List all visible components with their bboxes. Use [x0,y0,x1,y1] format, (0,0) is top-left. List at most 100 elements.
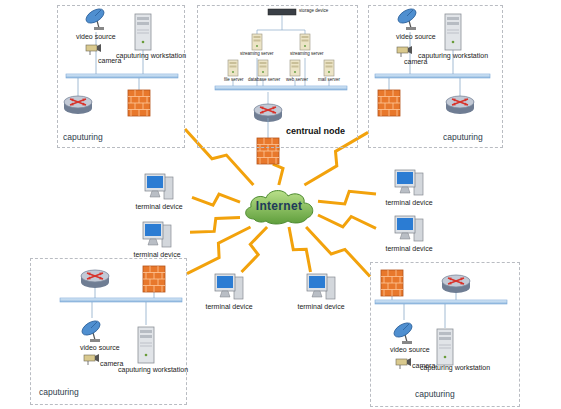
link-line [392,296,393,300]
workstation-tower [445,14,461,50]
server-icon [324,60,334,76]
satellite-dish [392,320,415,344]
lightning-link [192,194,240,205]
link-line [404,304,405,320]
link-line [460,78,461,98]
group-title: caputuring [63,132,103,142]
link-line [282,15,283,30]
node-label: Internet [256,199,302,213]
capture-site-top-left [64,6,178,116]
camera-icon [397,46,412,57]
server-label: mail server [318,78,340,83]
terminal-icon [213,272,245,302]
server-label: storage device [299,9,328,14]
central-node-site [215,9,347,164]
link-line [257,30,305,31]
workstation-tower [135,14,151,50]
pc-tower [164,177,173,199]
monitor-stand [150,191,160,197]
camera-icon [84,354,99,365]
node-label: terminal device [385,199,432,206]
lightning-link [306,227,370,276]
terminal-icon [305,272,337,302]
monitor-frame [395,216,415,233]
router-symbol [64,96,92,114]
device-label: camera [404,58,427,65]
monitor-stand [220,291,230,297]
site-group: caputuring [368,5,503,148]
server-icon [258,60,268,76]
pc-tower [234,277,243,299]
node-label: terminal device [205,303,252,310]
link-line [305,30,306,34]
site-group: centrual node [197,5,358,148]
firewall-symbol [257,138,279,164]
satellite-dish [84,6,107,30]
terminal-device: terminal device [196,272,262,316]
monitor-screen [397,172,413,184]
network-bus [66,74,178,78]
lightning-link [318,191,376,204]
network-bus [375,74,490,78]
link-line [445,304,446,328]
terminal-icon [393,214,425,244]
network-bus [60,298,182,302]
device-label: video source [80,344,120,351]
group-title: caputuring [415,389,455,399]
monitor-stand [400,233,410,239]
capture-site-bottom-right [375,270,507,369]
device-label: caputuring workstation [420,364,490,371]
server-icon [290,60,300,76]
monitor-stand [400,187,410,193]
monitor-screen [147,176,163,188]
monitor-frame [143,222,163,239]
link-line [268,118,269,138]
lightning-link [242,227,268,272]
monitor-screen [397,218,413,230]
monitor-frame [395,170,415,187]
server-label: streaming server [240,52,274,57]
link-line [257,30,258,34]
lightning-link [187,227,251,274]
server-label: streaming server [290,52,324,57]
monitor-frame [307,274,327,291]
lightning-link [318,215,376,228]
node-label: terminal device [385,245,432,252]
link-line [139,78,140,90]
internet-cloud: Internet [240,185,318,227]
router-symbol [446,96,474,114]
node-label: terminal device [135,203,182,210]
device-label: caputuring workstation [418,52,488,59]
node-label: terminal device [133,251,180,258]
node-label: terminal device [297,303,344,310]
terminal-icon [143,172,175,202]
router-symbol [81,270,109,288]
network-bus [215,86,347,90]
router-symbol [442,275,470,293]
site-group: caputuring [370,262,520,407]
camera-icon [86,44,101,55]
server-icon [300,34,310,50]
device-label: caputuring workstation [116,52,186,59]
server-icon [228,60,238,76]
device-label: video source [76,33,116,40]
workstation-tower [437,329,453,365]
cloud-outline [246,191,313,224]
lightning-link [190,218,240,233]
server-icon [252,34,262,50]
monitor-frame [215,274,235,291]
terminal-device: terminal device [376,168,442,212]
pc-tower [162,225,171,247]
network-bus [375,300,507,304]
link-line [78,78,79,98]
pc-tower [414,219,423,241]
pc-tower [414,173,423,195]
link-line [146,302,147,325]
terminal-device: terminal device [288,272,354,316]
monitor-frame [145,174,165,191]
firewall-symbol [143,266,165,292]
server-label: database server [248,78,280,83]
terminal-device: terminal device [376,214,442,258]
site-group: caputuring [57,5,185,148]
